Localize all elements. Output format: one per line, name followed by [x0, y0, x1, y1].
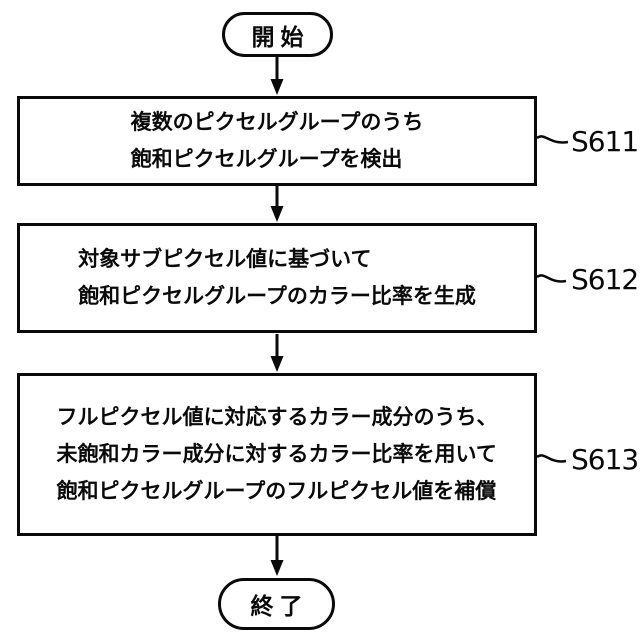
start-terminal-label: 開始: [251, 24, 310, 51]
start-terminal: 開始: [222, 12, 333, 57]
arrow-start-to-step1: [270, 56, 284, 95]
step-s613-label: S613: [571, 443, 639, 476]
step-s613-line-1: フルピクセル値に対応するカラー成分のうち、: [56, 405, 498, 429]
end-terminal: 終了: [218, 578, 335, 630]
step-s611-line-2: 飽和ピクセルグループを検出: [130, 147, 403, 171]
step-s613-text: フルピクセル値に対応するカラー成分のうち、 未飽和カラー成分に対するカラー比率を…: [57, 399, 498, 510]
step-s612-text: 対象サブピクセル値に基づいて 飽和ピクセルグループのカラー比率を生成: [78, 241, 476, 315]
step-s612-label: S612: [571, 263, 639, 296]
step-s612-line-2: 飽和ピクセルグループのカラー比率を生成: [78, 284, 476, 308]
arrow-step1-to-step2: [270, 186, 284, 222]
leader-line-s611: [536, 135, 569, 144]
end-terminal-label: 終了: [250, 594, 309, 620]
step-s613-line-3: 飽和ピクセルグループのフルピクセル値を補償: [56, 479, 497, 503]
leader-line-s613: [536, 454, 567, 463]
step-s613-box: フルピクセル値に対応するカラー成分のうち、 未飽和カラー成分に対するカラー比率を…: [17, 373, 537, 536]
leader-line-s612: [536, 274, 567, 283]
step-s611-label: S611: [571, 125, 639, 158]
step-s612-box: 対象サブピクセル値に基づいて 飽和ピクセルグループのカラー比率を生成: [17, 223, 537, 333]
arrow-step3-to-end: [270, 536, 284, 576]
step-s612-line-1: 対象サブピクセル値に基づいて: [78, 247, 372, 271]
step-s611-box: 複数のピクセルグループのうち 飽和ピクセルグループを検出: [17, 96, 537, 186]
step-s611-line-1: 複数のピクセルグループのうち: [130, 110, 424, 134]
arrow-step2-to-step3: [270, 334, 284, 372]
step-s613-line-2: 未飽和カラー成分に対するカラー比率を用いて: [56, 442, 497, 466]
step-s611-text: 複数のピクセルグループのうち 飽和ピクセルグループを検出: [131, 104, 424, 178]
